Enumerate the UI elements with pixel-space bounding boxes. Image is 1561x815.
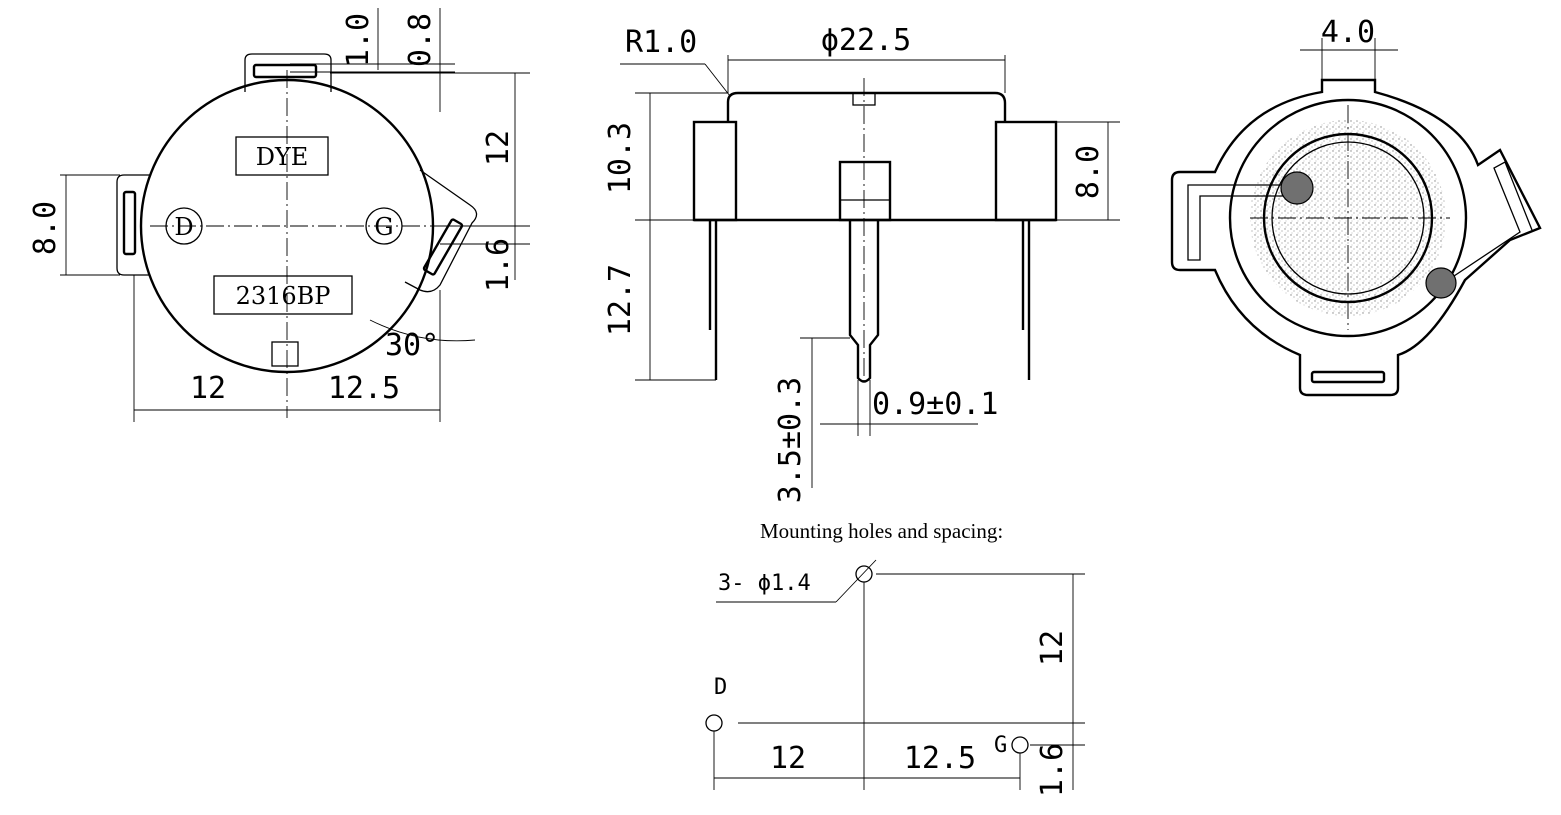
mount-dim-12-v: 12 xyxy=(1035,630,1070,666)
right-lead xyxy=(1444,161,1533,283)
bottom-notch xyxy=(271,341,299,367)
right-tab-outline xyxy=(404,169,478,293)
holes-label: 3- ϕ1.4 xyxy=(718,571,811,596)
dim-pin-tip: 3.5±0.3 xyxy=(773,377,808,503)
top-tab-slot xyxy=(252,63,318,79)
solder-dot-right xyxy=(1425,267,1457,299)
angle-arc xyxy=(369,319,476,342)
right-boss xyxy=(994,120,1058,222)
leader-line xyxy=(704,63,731,97)
dim-diameter: ϕ22.5 xyxy=(821,23,911,58)
dim-pin-offset: 1.6 xyxy=(481,238,516,292)
mounting-holes: Mounting holes and spacing: 3- ϕ1.4 D G … xyxy=(705,519,1085,797)
rear-bottom-slot xyxy=(1310,370,1386,384)
hole-g xyxy=(1011,736,1029,754)
mount-dim-1-6: 1.6 xyxy=(1035,743,1070,797)
dim-tab-1: 1.0 xyxy=(341,13,376,67)
mounting-caption: Mounting holes and spacing: xyxy=(760,519,1003,543)
dim-pin-width: 0.9±0.1 xyxy=(872,387,998,422)
mount-pin-d: D xyxy=(714,675,727,700)
pin-g-label: G xyxy=(374,213,393,241)
left-boss xyxy=(692,120,738,222)
rear-outline xyxy=(1170,78,1542,397)
dim-angle: 30° xyxy=(385,328,439,363)
hole-top xyxy=(855,565,873,583)
left-tab-slot xyxy=(122,190,137,256)
pin-d-label: D xyxy=(174,213,193,241)
mount-dim-right-12-5: 12.5 xyxy=(904,741,976,776)
dim-pin-length: 12.7 xyxy=(603,264,638,336)
center-boss xyxy=(838,160,892,222)
dim-radius: R1.0 xyxy=(625,25,697,60)
dim-height-12: 12 xyxy=(481,130,516,166)
rear-inner-ring xyxy=(1228,98,1468,338)
leader-line xyxy=(835,559,877,603)
pin-d-circle xyxy=(165,207,203,245)
dim-body-height: 10.3 xyxy=(603,122,638,194)
dim-tab-8: 8.0 xyxy=(28,201,63,255)
left-tab-outline xyxy=(116,174,150,276)
side-view: ϕ22.5 R1.0 10.3 12.7 8.0 3.5±0.3 0.9±0.1 xyxy=(603,23,1120,503)
hole-d xyxy=(705,714,723,732)
brand-label: DYE xyxy=(256,143,309,171)
solder-dot-left xyxy=(1280,171,1314,205)
dim-tab-width: 4.0 xyxy=(1321,15,1375,50)
dim-right-12-5: 12.5 xyxy=(328,371,400,406)
front-view: DYE 2316BP D G 1.0 0.8 12 1.6 8.0 12 12.… xyxy=(28,8,530,422)
pin-center xyxy=(848,220,880,383)
model-label: 2316BP xyxy=(236,282,331,310)
dim-left-12: 12 xyxy=(190,371,226,406)
top-tab-outline xyxy=(244,53,332,92)
dim-tab-2: 0.8 xyxy=(403,13,438,67)
brand-label-box xyxy=(235,136,329,176)
mount-dim-left-12: 12 xyxy=(770,741,806,776)
rear-view: 4.0 xyxy=(1170,15,1542,397)
dim-boss-height: 8.0 xyxy=(1071,145,1106,199)
right-tab-slot xyxy=(422,218,464,276)
cover-outline xyxy=(726,91,1007,122)
mount-pin-g: G xyxy=(994,733,1007,758)
pin-g-circle xyxy=(365,207,403,245)
model-label-box xyxy=(213,275,353,315)
